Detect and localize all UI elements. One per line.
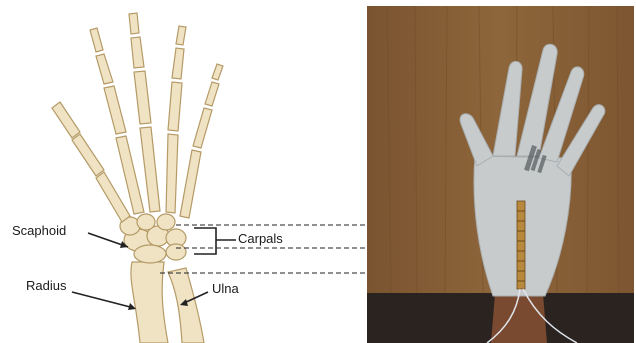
glove-sensor-photo <box>367 6 634 343</box>
carpals-label: Carpals <box>238 231 283 246</box>
flex-sensor <box>517 201 525 289</box>
gloved-hand-photo <box>367 6 634 343</box>
forearm <box>491 294 547 343</box>
ulna-label: Ulna <box>212 281 239 296</box>
scaphoid-label: Scaphoid <box>12 223 66 238</box>
radius-label: Radius <box>26 278 66 293</box>
